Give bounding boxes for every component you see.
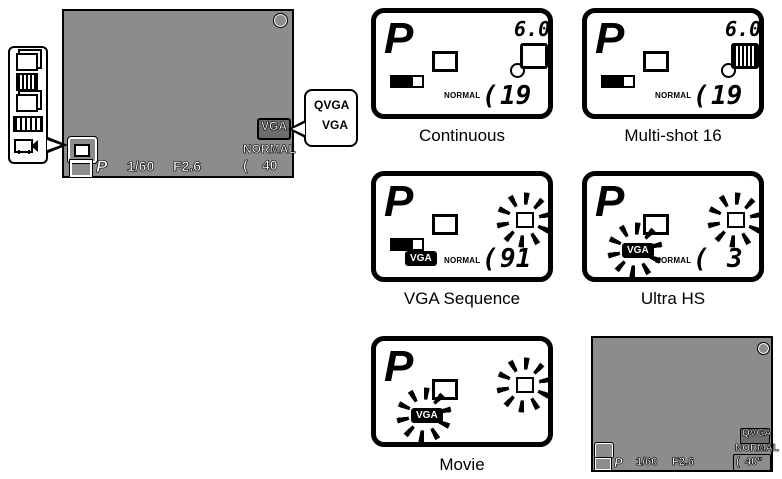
quality-label: NORMAL bbox=[735, 443, 779, 455]
blink-rays-icon bbox=[707, 192, 759, 248]
ultra-hs-icon bbox=[13, 116, 43, 132]
size-tag: VGA bbox=[411, 408, 443, 423]
program-mode-glyph: P bbox=[384, 342, 414, 391]
quality-label: NORMAL bbox=[655, 256, 692, 265]
caption-ultra-hs: Ultra HS bbox=[640, 289, 706, 308]
mode-indicator: P bbox=[614, 455, 623, 471]
flash-off-icon bbox=[510, 63, 525, 78]
quality-label: NORMAL bbox=[243, 142, 296, 157]
multi-shot-16-icon bbox=[731, 43, 759, 69]
size-tag bbox=[740, 428, 770, 444]
quality-label: NORMAL bbox=[655, 91, 692, 100]
selected-mode-box bbox=[67, 136, 98, 164]
size-option-vga: VGA bbox=[322, 118, 349, 132]
frames-open-bracket: ( bbox=[693, 244, 709, 274]
shutter-speed: 1/60 bbox=[127, 158, 155, 175]
mode-indicator: P bbox=[96, 157, 108, 177]
frames-open-bracket: ( bbox=[482, 244, 498, 274]
caption-continuous: Continuous bbox=[418, 126, 505, 145]
vga-sequence-icon bbox=[16, 94, 38, 112]
continuous-icon bbox=[727, 212, 745, 228]
multi-shot-16-icon bbox=[16, 73, 38, 91]
metering-icon bbox=[432, 51, 458, 72]
pointer-arrow-fill bbox=[47, 140, 61, 150]
panel-vga-sequence: P VGA NORMAL ( 91 bbox=[371, 171, 553, 282]
program-mode-glyph: P bbox=[595, 14, 625, 63]
metering-icon bbox=[594, 457, 612, 471]
frames-box bbox=[733, 454, 771, 471]
aperture: F2.6 bbox=[672, 456, 695, 469]
flash-off-icon bbox=[757, 342, 770, 355]
size-tag: VGA bbox=[405, 251, 437, 266]
program-mode-glyph: P bbox=[384, 14, 414, 63]
panel-movie: P VGA bbox=[371, 336, 553, 447]
program-mode-glyph: P bbox=[595, 177, 625, 226]
continuous-icon bbox=[16, 53, 38, 71]
battery-icon bbox=[390, 238, 424, 251]
battery-icon bbox=[601, 75, 635, 88]
size-tag-label: VGA bbox=[261, 119, 288, 134]
metering-icon bbox=[643, 51, 669, 72]
panel-continuous: P 6.0 NORMAL ( 19 bbox=[371, 8, 553, 119]
frames-remaining: 40 bbox=[262, 157, 278, 174]
movie-icon bbox=[14, 137, 38, 155]
frames-remaining: 40" bbox=[745, 456, 763, 469]
frames-open-bracket: ( bbox=[243, 157, 248, 174]
top-readout: 6.0 bbox=[514, 17, 551, 41]
panel-ultra-hs: P VGA NORMAL ( 3 bbox=[582, 171, 764, 282]
callout-arrow-fill bbox=[292, 123, 305, 135]
blink-rays-icon bbox=[496, 192, 548, 248]
quality-label: NORMAL bbox=[444, 256, 481, 265]
panel-multi-shot-16: P 6.0 NORMAL ( 19 bbox=[582, 8, 764, 119]
frames-remaining: 19 bbox=[500, 81, 532, 111]
continuous-icon bbox=[520, 43, 548, 69]
caption-movie: Movie bbox=[439, 455, 485, 474]
metering-icon bbox=[432, 214, 458, 235]
continuous-icon bbox=[516, 377, 534, 393]
frames-remaining: 19 bbox=[711, 81, 743, 111]
movie-monitor bbox=[591, 336, 773, 472]
metering-icon bbox=[69, 159, 93, 178]
frames-remaining: 91 bbox=[500, 244, 532, 274]
frames-open-bracket: ( bbox=[736, 456, 740, 469]
frames-open-bracket: ( bbox=[693, 81, 709, 111]
blink-rays-icon bbox=[496, 357, 548, 413]
caption-multi-shot-16: Multi-shot 16 bbox=[624, 126, 722, 145]
lcd-monitor bbox=[62, 9, 294, 178]
continuous-icon bbox=[516, 212, 534, 228]
quality-label: NORMAL bbox=[444, 91, 481, 100]
battery-icon bbox=[390, 75, 424, 88]
frames-open-bracket: ( bbox=[482, 81, 498, 111]
shutter-speed: 1/60 bbox=[636, 456, 658, 469]
movie-mode-box bbox=[594, 442, 614, 459]
frames-remaining: 3 bbox=[727, 244, 743, 274]
caption-vga-sequence: VGA Sequence bbox=[403, 289, 521, 308]
flash-off-icon bbox=[273, 13, 288, 28]
size-tag-label: QVGA bbox=[742, 428, 772, 440]
top-readout: 6.0 bbox=[725, 17, 762, 41]
size-options-callout bbox=[304, 89, 358, 147]
size-tag: VGA bbox=[622, 243, 654, 258]
flash-off-icon bbox=[721, 63, 736, 78]
program-mode-glyph: P bbox=[384, 177, 414, 226]
aperture: F2.6 bbox=[173, 158, 202, 175]
size-option-qvga: QVGA bbox=[314, 98, 350, 112]
